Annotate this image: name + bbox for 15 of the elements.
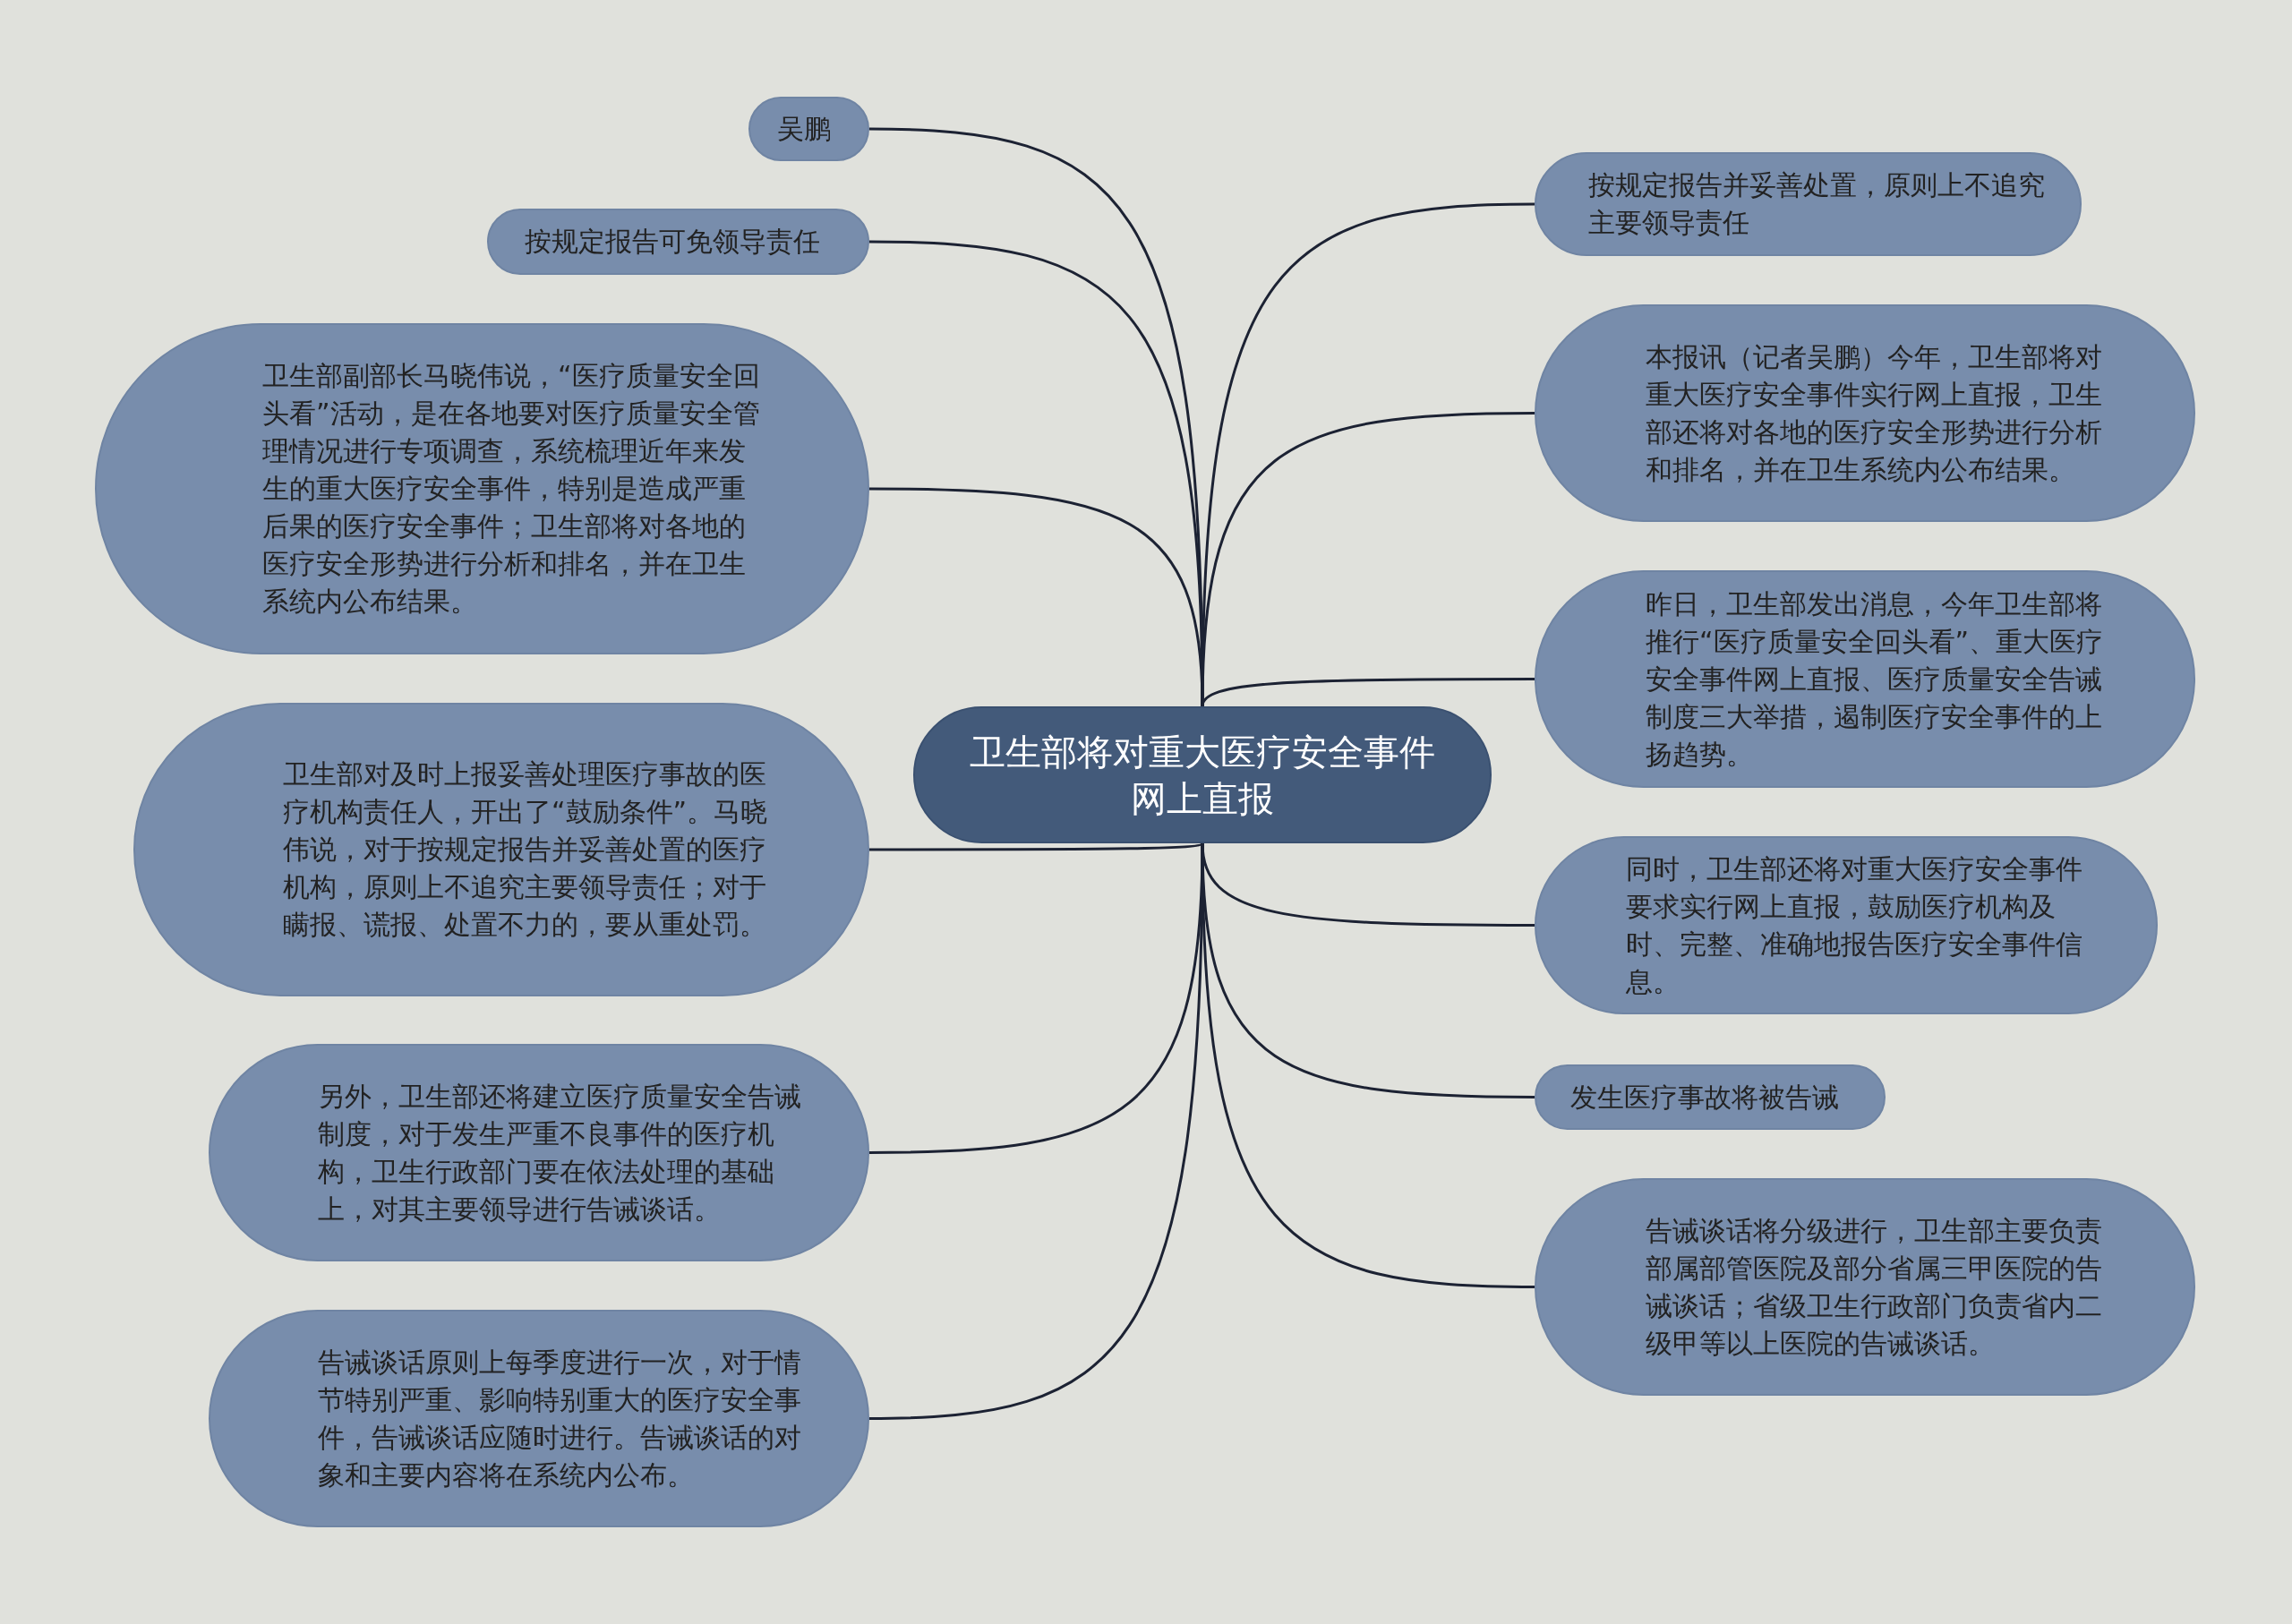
connector-line	[869, 842, 1203, 851]
central-topic-box: 卫生部将对重大医疗安全事件网上直报	[913, 706, 1492, 843]
topic-box: 本报讯（记者吴鹏）今年，卫生部将对重大医疗安全事件实行网上直报，卫生部还将对各地的医疗安全形势进行分析和排名，并在卫生系统内公布结果。	[1535, 304, 2195, 522]
topic-box: 按规定报告可免领导责任	[487, 209, 869, 275]
connector-line	[1201, 678, 1535, 707]
topic-box: 卫生部对及时上报妥善处理医疗事故的医疗机构责任人，开出了“鼓励条件”。马晓伟说，对于按规定报告并妥善处置的医疗机构，原则上不追究主要领导责任；对于瞒报、谎报、处置不力的，要从重处罚。	[133, 703, 869, 996]
topic-box: 发生医疗事故将被告诫	[1535, 1064, 1886, 1130]
topic-box: 告诫谈话原则上每季度进行一次，对于情节特别严重、影响特别重大的医疗安全事件，告诫谈话应随时进行。告诫谈话的对象和主要内容将在系统内公布。	[209, 1310, 869, 1527]
topic-box: 告诫谈话将分级进行，卫生部主要负责部属部管医院及部分省属三甲医院的告诫谈话；省级卫生行政部门负责省内二级甲等以上医院的告诫谈话。	[1535, 1178, 2195, 1396]
topic-box: 昨日，卫生部发出消息，今年卫生部将推行“医疗质量安全回头看”、重大医疗安全事件网上直报、医疗质量安全告诫制度三大举措，遏制医疗安全事件的上扬趋势。	[1535, 570, 2195, 788]
topic-box: 吴鹏	[748, 97, 869, 161]
topic-box: 另外，卫生部还将建立医疗质量安全告诫制度，对于发生严重不良事件的医疗机构，卫生行政部门要在依法处理的基础上，对其主要领导进行告诫谈话。	[209, 1044, 869, 1261]
topic-box: 按规定报告并妥善处置，原则上不追究主要领导责任	[1535, 152, 2082, 256]
topic-box: 卫生部副部长马晓伟说，“医疗质量安全回头看”活动，是在各地要对医疗质量安全管理情况进行专项调查，系统梳理近年来发生的重大医疗安全事件，特别是造成严重后果的医疗安全事件；卫生部将对各地的医疗安全形势进行分析和排名，并在卫生系统内公布结果。	[95, 323, 869, 654]
topic-box: 同时，卫生部还将对重大医疗安全事件要求实行网上直报，鼓励医疗机构及时、完整、准确地报告医疗安全事件信息。	[1535, 836, 2158, 1014]
